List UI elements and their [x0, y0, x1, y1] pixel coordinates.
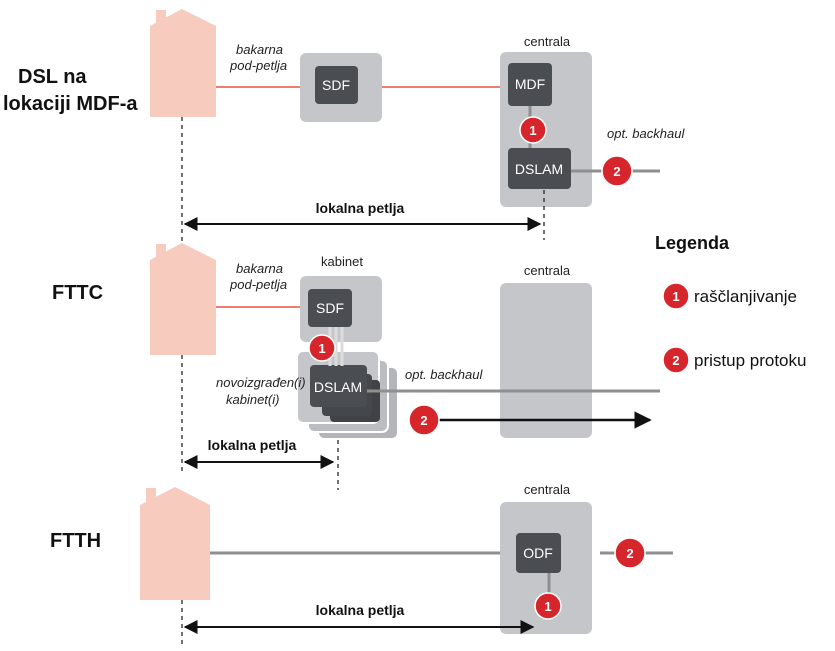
copper-subloop-label-line1: bakarna: [236, 42, 283, 57]
legend-item-bitstream: 2 pristup protoku: [662, 346, 806, 374]
dsl-row-title-line1: DSL na: [18, 66, 87, 88]
legend-label-1: raščlanjivanje: [694, 287, 797, 306]
odf-box: [516, 533, 561, 573]
legend-label-2: pristup protoku: [694, 351, 806, 370]
new-cabinet-label-line2: kabinet(i): [226, 392, 279, 407]
sdf-label: SDF: [322, 77, 350, 93]
new-cabinet-label-line1: novoizgrađen(i): [216, 375, 306, 390]
badge-2-circle: [601, 155, 633, 187]
mdf-label: MDF: [515, 76, 545, 92]
legend: Legenda 1 raščlanjivanje 2 pristup proto…: [655, 233, 806, 374]
chimney-icon: [156, 10, 166, 26]
badge-1-number: 1: [318, 341, 325, 356]
legend-title: Legenda: [655, 233, 730, 253]
mdf-box: [508, 63, 552, 106]
badge-1-circle: [519, 116, 547, 144]
ftth-row: FTTH centrala ODF 1 2 lokalna petlja: [50, 482, 673, 645]
badge-1-circle: [534, 592, 562, 620]
copper-subloop-label-line2: pod-petlja: [229, 277, 287, 292]
legend-item-unbundling: 1 raščlanjivanje: [662, 282, 797, 310]
badge-2-number: 2: [420, 413, 427, 428]
fttc-row: FTTC bakarna pod-petlja kabinet SDF DSLA…: [52, 243, 660, 490]
centrala-label: centrala: [524, 482, 571, 497]
badge-bitstream: 2: [614, 537, 646, 569]
badge-2-number: 2: [613, 164, 620, 179]
dslam-box: [508, 148, 571, 189]
badge-bitstream: 2: [408, 404, 440, 436]
chimney-icon: [156, 244, 166, 260]
sdf-box: [315, 66, 358, 104]
badge-2-number: 2: [626, 546, 633, 561]
house-icon: [150, 9, 216, 117]
new-cabinets-stack: DSLAM: [296, 350, 399, 440]
dslam-label: DSLAM: [515, 161, 563, 177]
sdf-label: SDF: [316, 300, 344, 316]
backhaul-label: opt. backhaul: [607, 126, 685, 141]
chimney-icon: [146, 488, 156, 505]
badge-unbundling: 1: [308, 334, 336, 362]
dslam-label: DSLAM: [314, 379, 362, 395]
legend-badge-2-number: 2: [672, 353, 679, 368]
fttc-local-loop-label: lokalna petlja: [208, 437, 297, 453]
legend-badge-1-number: 1: [672, 289, 679, 304]
sdf-box: [308, 289, 352, 327]
badge-1-circle: [308, 334, 336, 362]
badge-unbundling: 1: [519, 116, 547, 144]
legend-badge-2: [662, 346, 690, 374]
copper-subloop-label-line1: bakarna: [236, 261, 283, 276]
house-icon: [150, 243, 216, 355]
centrala-label: centrala: [524, 34, 571, 49]
badge-bitstream: 2: [601, 155, 633, 187]
house-icon: [140, 487, 210, 600]
odf-label: ODF: [523, 545, 553, 561]
ftth-local-loop-label: lokalna petlja: [316, 602, 405, 618]
badge-2-circle: [408, 404, 440, 436]
dsl-row-title-line2: lokaciji MDF-a: [3, 93, 138, 115]
badge-unbundling: 1: [534, 592, 562, 620]
badge-1-number: 1: [529, 123, 536, 138]
dslam-box: [310, 365, 367, 407]
ftth-row-title: FTTH: [50, 530, 101, 552]
fttc-row-title: FTTC: [52, 282, 103, 304]
badge-1-number: 1: [544, 599, 551, 614]
backhaul-label: opt. backhaul: [405, 367, 483, 382]
copper-subloop-label-line2: pod-petlja: [229, 58, 287, 73]
kabinet-label: kabinet: [321, 254, 363, 269]
dsl-local-loop-label: lokalna petlja: [316, 200, 405, 216]
centrala-label: centrala: [524, 263, 571, 278]
dsl-row: DSL na lokaciji MDF-a bakarna pod-petlja…: [3, 9, 685, 248]
centrala-building: [500, 283, 592, 438]
badge-2-circle: [614, 537, 646, 569]
legend-badge-1: [662, 282, 690, 310]
